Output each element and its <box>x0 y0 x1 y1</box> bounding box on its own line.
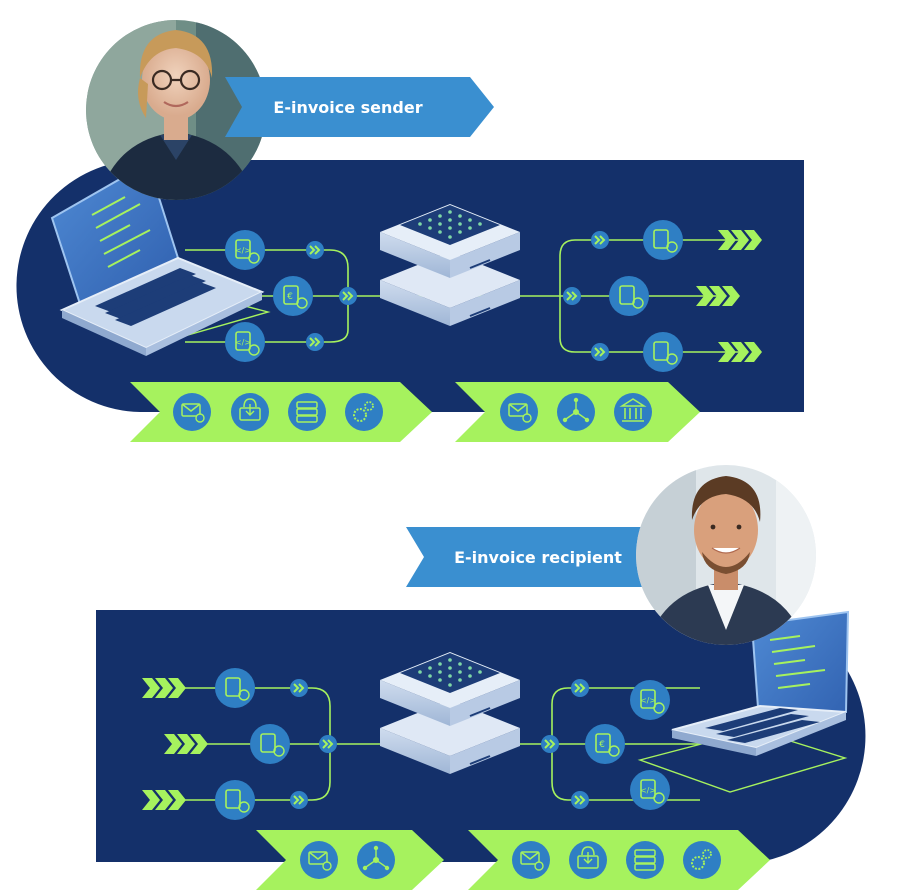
sender-laptop <box>50 161 271 356</box>
svg-text:€: € <box>599 740 605 750</box>
code-document-sync-icon: </> <box>225 230 265 270</box>
triple-chevron-icon <box>142 678 186 698</box>
chevron-badge-icon <box>306 333 324 351</box>
bank-icon <box>614 393 652 431</box>
chevron-badge-icon <box>290 791 308 809</box>
chevron-badge-icon <box>571 679 589 697</box>
triple-chevron-icon <box>142 790 186 810</box>
recipient-label-banner: E-invoice recipient <box>406 527 672 587</box>
svg-text:€: € <box>287 292 293 302</box>
sender-left-icons: </> € </> <box>225 230 313 362</box>
recipient-ribbon-a <box>256 830 444 890</box>
triple-chevron-icon <box>718 230 762 250</box>
sender-label-banner: E-invoice sender <box>225 77 494 137</box>
recipient-laptop <box>637 610 850 793</box>
svg-text:</>: </> <box>640 696 656 705</box>
euro-document-forward-icon: € <box>273 276 313 316</box>
network-hub-icon <box>357 841 395 879</box>
sender-section: </> € </> <box>16 20 805 442</box>
sender-ribbon-a <box>130 382 432 442</box>
code-document-sync-icon: </> <box>630 680 670 720</box>
email-check-icon <box>500 393 538 431</box>
sender-ribbon-b <box>455 382 700 442</box>
code-document-forward-icon <box>643 332 683 372</box>
sender-server-stack <box>380 204 520 326</box>
svg-text:</>: </> <box>235 338 251 347</box>
code-document-forward-icon <box>250 724 290 764</box>
svg-text:</>: </> <box>640 786 656 795</box>
server-stack-icon <box>626 841 664 879</box>
recipient-input-arrows <box>142 678 208 810</box>
sender-chevron-badges <box>306 231 609 361</box>
recipient-label: E-invoice recipient <box>454 548 622 567</box>
triple-chevron-icon <box>696 286 740 306</box>
chevron-badge-icon <box>319 735 337 753</box>
email-check-icon <box>300 841 338 879</box>
chevron-badge-icon <box>591 343 609 361</box>
triple-chevron-icon <box>718 342 762 362</box>
chevron-badge-icon <box>290 679 308 697</box>
email-check-icon <box>173 393 211 431</box>
code-document-forward-icon <box>215 780 255 820</box>
euro-document-forward-icon: € <box>585 724 625 764</box>
recipient-server-stack <box>380 652 520 774</box>
chevron-badge-icon <box>541 735 559 753</box>
chevron-badge-icon <box>339 287 357 305</box>
gears-icon <box>683 841 721 879</box>
code-document-forward-icon <box>215 668 255 708</box>
code-document-forward-icon <box>609 276 649 316</box>
chevron-badge-icon <box>306 241 324 259</box>
chevron-badge-icon <box>591 231 609 249</box>
network-hub-icon <box>557 393 595 431</box>
svg-text:</>: </> <box>235 246 251 255</box>
server-stack-icon <box>288 393 326 431</box>
sender-output-arrows <box>696 230 762 362</box>
triple-chevron-icon <box>164 734 208 754</box>
code-document-forward-icon <box>643 220 683 260</box>
cloud-download-icon <box>569 841 607 879</box>
recipient-chevron-badges <box>290 679 589 809</box>
code-document-sync-icon: </> <box>225 322 265 362</box>
recipient-ribbon-b <box>468 830 770 890</box>
recipient-section: </> € </> <box>96 465 866 890</box>
recipient-left-icons <box>215 668 290 820</box>
code-document-sync-icon: </> <box>630 770 670 810</box>
cloud-download-icon <box>231 393 269 431</box>
email-check-icon <box>512 841 550 879</box>
sender-right-icons <box>609 220 683 372</box>
chevron-badge-icon <box>563 287 581 305</box>
gears-icon <box>345 393 383 431</box>
recipient-right-icons: </> € </> <box>585 680 670 810</box>
chevron-badge-icon <box>571 791 589 809</box>
sender-label: E-invoice sender <box>273 98 422 117</box>
